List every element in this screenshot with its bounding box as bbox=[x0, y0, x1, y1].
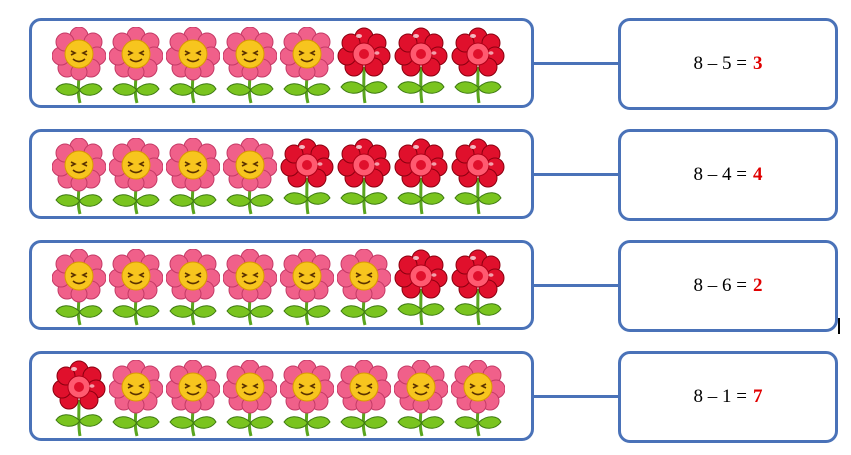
smiling-pink-flower-icon bbox=[109, 249, 163, 327]
equation-box: 8 – 1 =7 bbox=[618, 351, 838, 443]
equation-box: 8 – 4 =4 bbox=[618, 129, 838, 221]
equation-answer: 4 bbox=[752, 164, 763, 185]
smiling-pink-flower-icon bbox=[223, 249, 277, 327]
red-flower-icon bbox=[394, 138, 448, 216]
exercise-row: 8 – 5 =3 bbox=[0, 18, 851, 118]
equation-text: 8 – 5 = bbox=[693, 53, 747, 74]
smiling-pink-flower-icon bbox=[109, 360, 163, 438]
red-flower-icon bbox=[52, 360, 106, 438]
smiling-pink-flower-icon bbox=[223, 138, 277, 216]
smiling-pink-flower-icon bbox=[280, 27, 334, 105]
equation-text: 8 – 6 = bbox=[693, 275, 747, 296]
flower-group-box bbox=[29, 18, 534, 108]
equation-box: 8 – 6 =2 bbox=[618, 240, 838, 332]
flower-group-box bbox=[29, 240, 534, 330]
exercise-row: 8 – 6 =2 bbox=[0, 240, 851, 340]
red-flower-icon bbox=[280, 138, 334, 216]
exercise-row: 8 – 4 =4 bbox=[0, 129, 851, 229]
connector-line bbox=[534, 62, 618, 65]
smiling-pink-flower-icon bbox=[166, 138, 220, 216]
red-flower-icon bbox=[394, 27, 448, 105]
red-flower-icon bbox=[394, 249, 448, 327]
smiling-pink-flower-icon bbox=[109, 138, 163, 216]
equation-answer: 3 bbox=[752, 53, 763, 74]
smiling-pink-flower-icon bbox=[280, 360, 334, 438]
smiling-pink-flower-icon bbox=[166, 249, 220, 327]
smiling-pink-flower-icon bbox=[52, 138, 106, 216]
red-flower-icon bbox=[451, 27, 505, 105]
smiling-pink-flower-icon bbox=[223, 27, 277, 105]
red-flower-icon bbox=[451, 138, 505, 216]
equation-answer: 7 bbox=[752, 386, 763, 407]
connector-line bbox=[534, 395, 618, 398]
connector-line bbox=[534, 284, 618, 287]
smiling-pink-flower-icon bbox=[280, 249, 334, 327]
red-flower-icon bbox=[337, 27, 391, 105]
smiling-pink-flower-icon bbox=[337, 249, 391, 327]
equation-box: 8 – 5 =3 bbox=[618, 18, 838, 110]
text-cursor bbox=[838, 318, 840, 334]
smiling-pink-flower-icon bbox=[166, 360, 220, 438]
red-flower-icon bbox=[337, 138, 391, 216]
smiling-pink-flower-icon bbox=[109, 27, 163, 105]
exercise-row: 8 – 1 =7 bbox=[0, 351, 851, 451]
connector-line bbox=[534, 173, 618, 176]
equation-answer: 2 bbox=[752, 275, 763, 296]
smiling-pink-flower-icon bbox=[223, 360, 277, 438]
equation-text: 8 – 1 = bbox=[693, 386, 747, 407]
flower-group-box bbox=[29, 129, 534, 219]
smiling-pink-flower-icon bbox=[166, 27, 220, 105]
smiling-pink-flower-icon bbox=[52, 249, 106, 327]
red-flower-icon bbox=[451, 249, 505, 327]
smiling-pink-flower-icon bbox=[451, 360, 505, 438]
smiling-pink-flower-icon bbox=[52, 27, 106, 105]
flower-group-box bbox=[29, 351, 534, 441]
equation-text: 8 – 4 = bbox=[693, 164, 747, 185]
smiling-pink-flower-icon bbox=[337, 360, 391, 438]
smiling-pink-flower-icon bbox=[394, 360, 448, 438]
